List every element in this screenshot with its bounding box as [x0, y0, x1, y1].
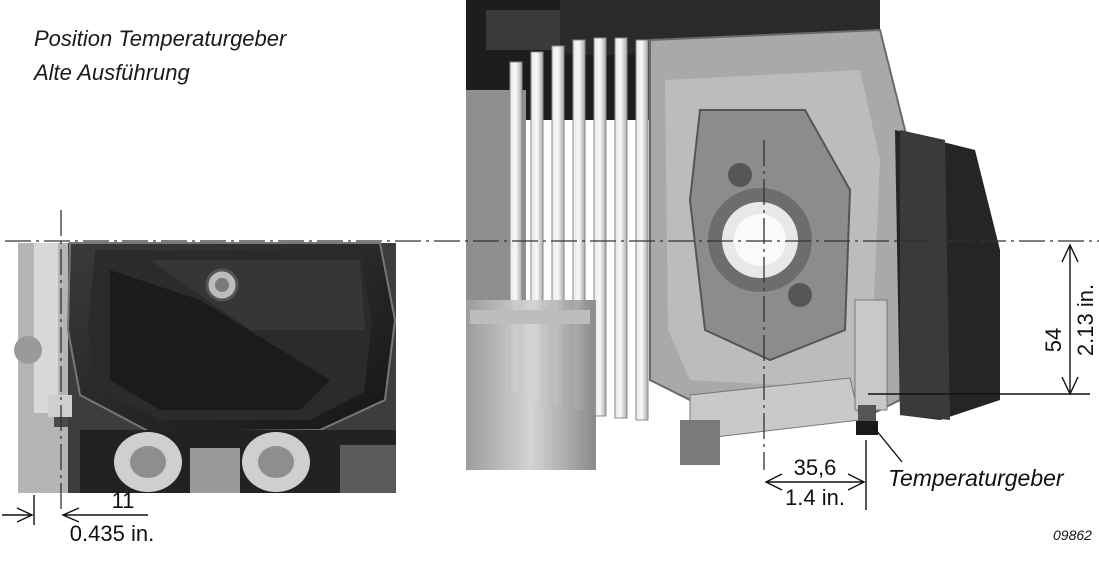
title-line-2: Alte Ausführung	[34, 60, 190, 85]
dimension-left-inch: 0.435 in.	[70, 521, 154, 546]
title-line-1: Position Temperaturgeber	[34, 26, 287, 51]
dimension-left	[2, 495, 148, 525]
dimension-center-inch: 1.4 in.	[785, 485, 845, 510]
dimension-vertical	[868, 243, 1090, 396]
callout-label: Temperaturgeber	[888, 465, 1065, 491]
dimension-vertical-mm: 54	[1041, 328, 1066, 352]
left-engine-view	[14, 242, 397, 493]
dimension-center	[764, 440, 867, 510]
callout-leader	[871, 424, 903, 463]
dimension-left-mm: 11	[112, 488, 135, 513]
right-engine-view	[466, 0, 1014, 470]
figure-id: 09862	[1053, 527, 1092, 543]
dimension-center-mm: 35,6	[794, 455, 837, 480]
center-lines	[5, 140, 1099, 510]
dimension-vertical-inch: 2.13 in.	[1073, 284, 1098, 356]
